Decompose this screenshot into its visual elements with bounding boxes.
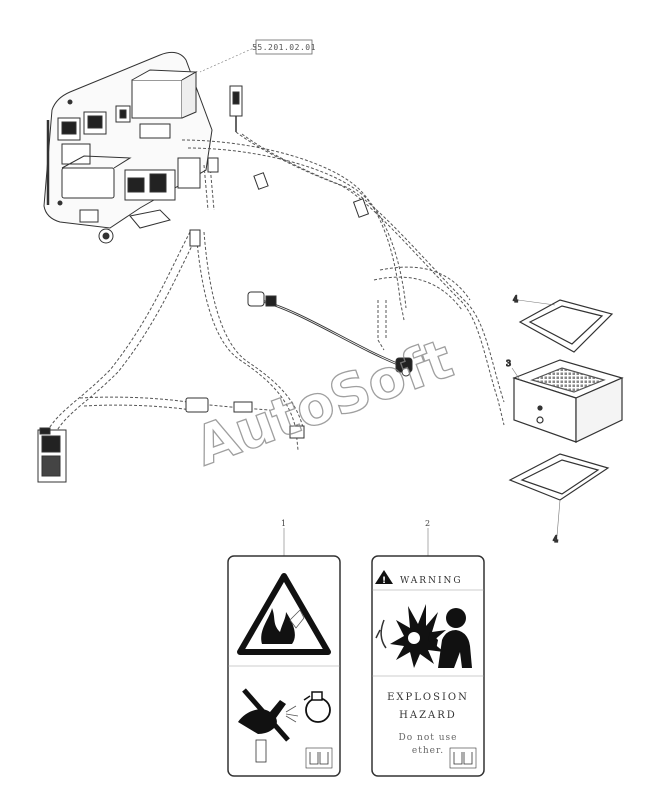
callout-label-fire-group: 1 [281,519,286,556]
spray-can-icon [255,739,267,763]
gasket-top: 4 [512,294,614,353]
reference-box: 55.201.02.01 [199,39,316,73]
ether-module: 3 [505,358,624,443]
gasket-bottom: 4 [508,453,610,545]
control-panel [43,51,213,244]
decal-warning: ! WARNING EXPLOSION HAZARD Do not use et… [371,555,485,777]
callout-gasket-top: 4 [513,295,518,304]
callout-label-warning-group: 2 [425,519,430,556]
callout-box: 3 [506,359,511,368]
person-icon [428,608,472,668]
reference-code: 55.201.02.01 [252,43,316,52]
warning-line-3: Do not use [399,733,458,743]
engine-intake-icon [305,697,331,723]
warning-header-icon [375,570,393,584]
reference-leader [199,46,257,73]
manual-book-icon-2 [449,747,477,769]
flame-icon [261,608,295,644]
callout-label-warning: 2 [425,519,430,528]
harness-clips [189,157,370,439]
ether-sensor-cable [247,291,413,377]
watermark: AutoSoft [187,327,461,478]
warning-header: WARNING [400,576,463,586]
explosion-icon [375,604,446,668]
callout-gasket-bottom: 4 [553,535,558,544]
svg-text:!: ! [382,576,386,586]
lower-connectors [37,397,253,483]
decal-fire-hazard [227,555,341,777]
top-connector [229,85,243,132]
warning-line-1: EXPLOSION [387,692,469,703]
warning-line-2: HAZARD [399,710,457,721]
warning-line-4: ether. [412,746,444,756]
hand-spray-icon [238,700,286,734]
manual-book-icon [305,747,333,769]
callout-label-fire: 1 [281,519,286,528]
